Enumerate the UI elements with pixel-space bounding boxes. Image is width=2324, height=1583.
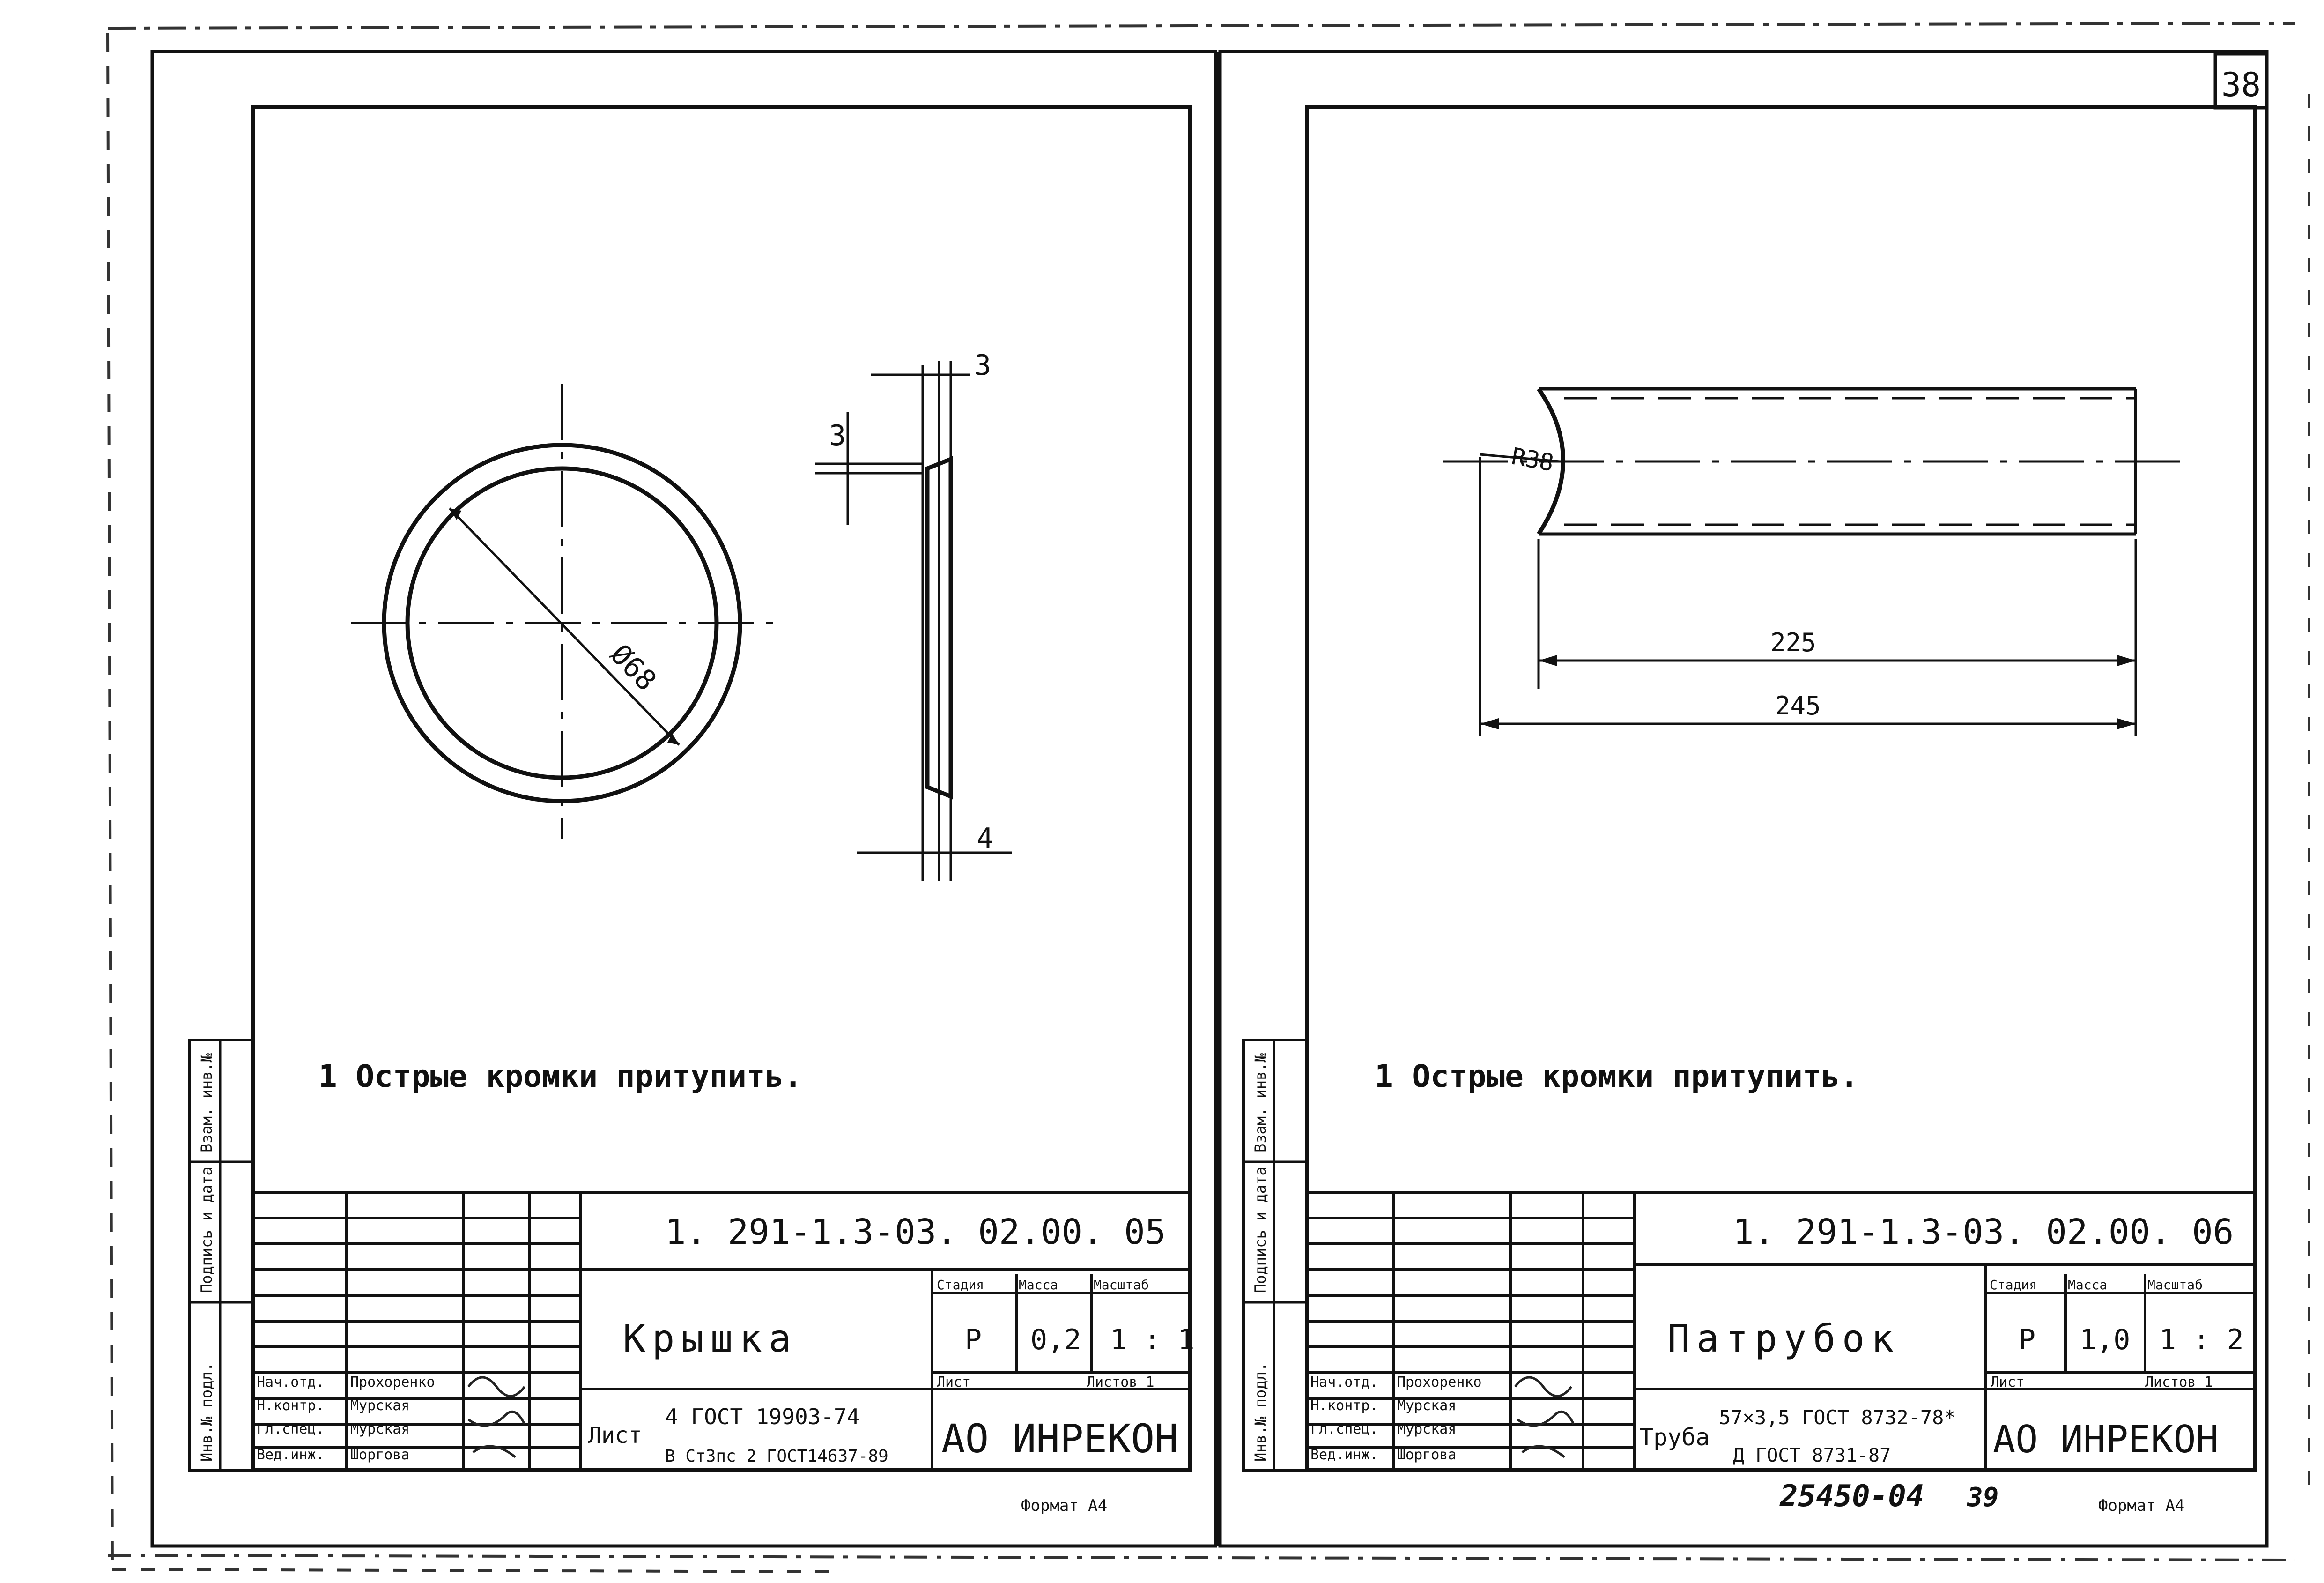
left-scale-header: Масштаб — [1094, 1277, 1149, 1293]
sheet-number-box: 38 — [2213, 52, 2269, 110]
left-stamp-sign: Подпись и дата — [198, 1167, 215, 1293]
right-note: 1 Острые кромки притупить. — [1375, 1058, 1858, 1094]
doc-code: 25450-04 — [1779, 1479, 1924, 1514]
left-side-stamp: Инв.№ подл. Подпись и дата Взам. инв.№ — [188, 1039, 254, 1472]
left-name-3: Мурская — [350, 1421, 409, 1437]
left-circle-view: Ø68 — [351, 384, 777, 839]
left-sheet-label: Лист — [937, 1374, 970, 1390]
left-mass-header: Масса — [1019, 1277, 1058, 1293]
left-name-1: Прохоренко — [350, 1374, 435, 1390]
left-material-line1: 4 ГОСТ 19903-74 — [665, 1404, 859, 1429]
left-designation: 1. 291-1.3-03. 02.00. 05 — [665, 1212, 1166, 1252]
right-name-1: Прохоренко — [1397, 1374, 1482, 1390]
left-stage: Р — [965, 1323, 982, 1356]
right-side-stamp: Инв.№ подл. Подпись и дата Взам. инв.№ — [1242, 1039, 1308, 1472]
left-stamp-inv: Инв.№ подл. — [198, 1362, 215, 1462]
right-material-prefix: Труба — [1639, 1424, 1710, 1451]
right-sheets-label: Листов 1 — [2145, 1374, 2213, 1390]
left-sheet: Ø68 3 3 4 1 Острые кромки притупить. — [188, 105, 1195, 1515]
scan-noise — [106, 22, 2310, 1575]
right-sheet-label: Лист — [1991, 1374, 2024, 1390]
left-signature — [467, 1376, 526, 1458]
right-mass: 1,0 — [2080, 1323, 2130, 1356]
right-pipe-view: R38 225 245 — [1443, 387, 2183, 736]
left-organization: АО ИНРЕКОН — [941, 1416, 1178, 1462]
left-name-2: Мурская — [350, 1397, 409, 1414]
right-name-2: Мурская — [1397, 1397, 1456, 1414]
left-sheets-label: Листов 1 — [1087, 1374, 1155, 1390]
right-name-3: Мурская — [1397, 1421, 1456, 1437]
right-scale-header: Масштаб — [2147, 1277, 2203, 1293]
left-format: Формат А4 — [1021, 1496, 1107, 1515]
diameter-dim: Ø68 — [604, 638, 663, 698]
right-designation: 1. 291-1.3-03. 02.00. 06 — [1733, 1212, 2234, 1252]
left-name-4: Шоргова — [350, 1447, 409, 1463]
right-stamp-replace: Взам. инв.№ — [1251, 1053, 1269, 1152]
left-role-3: Гл.спец. — [257, 1421, 325, 1437]
right-name-4: Шоргова — [1397, 1447, 1456, 1463]
right-title-texts: 1. 291-1.3-03. 02.00. 06 Патрубок Стадия… — [1310, 1212, 2244, 1515]
right-role-2: Н.контр. — [1310, 1397, 1378, 1414]
dim-4: 4 — [977, 822, 993, 855]
right-material-line2: Д ГОСТ 8731-87 — [1733, 1445, 1891, 1466]
right-role-3: Гл.спец. — [1310, 1421, 1378, 1437]
left-material-line2: В Ст3пс 2 ГОСТ14637-89 — [665, 1447, 888, 1466]
right-stamp-inv: Инв.№ подл. — [1251, 1362, 1269, 1462]
left-material-prefix: Лист — [588, 1422, 642, 1449]
right-stage: Р — [2019, 1323, 2035, 1356]
left-part-name: Крышка — [623, 1317, 798, 1360]
dim-3-top: 3 — [974, 349, 991, 382]
left-side-view: 3 3 4 — [815, 349, 1012, 881]
sheet-number: 38 — [2221, 66, 2261, 104]
right-stage-header: Стадия — [1990, 1277, 2037, 1293]
outer-frames — [150, 50, 2269, 1548]
right-organization: АО ИНРЕКОН — [1993, 1418, 2219, 1461]
right-sheet: R38 225 245 1 Острые кромки притупить. — [1242, 105, 2257, 1515]
right-format: Формат А4 — [2098, 1496, 2184, 1515]
right-mass-header: Масса — [2068, 1277, 2107, 1293]
left-stamp-replace: Взам. инв.№ — [198, 1053, 215, 1152]
right-stamp-sign: Подпись и дата — [1251, 1167, 1269, 1293]
left-stage-header: Стадия — [937, 1277, 984, 1293]
dim-245: 245 — [1775, 691, 1821, 721]
radius-dim: R38 — [1510, 443, 1556, 477]
right-title-block — [1305, 1191, 2257, 1472]
left-role-1: Нач.отд. — [257, 1374, 325, 1390]
left-scale: 1 : 1 — [1110, 1323, 1195, 1356]
doc-page: 39 — [1967, 1482, 1998, 1513]
left-mass: 0,2 — [1030, 1323, 1081, 1356]
left-role-2: Н.контр. — [257, 1397, 325, 1414]
dim-3-side: 3 — [829, 419, 846, 452]
left-note: 1 Острые кромки притупить. — [318, 1058, 802, 1094]
left-role-4: Вед.инж. — [257, 1447, 325, 1463]
right-role-4: Вед.инж. — [1310, 1447, 1378, 1463]
right-signature — [1514, 1376, 1575, 1458]
left-drawing-frame — [251, 105, 1192, 1472]
right-role-1: Нач.отд. — [1310, 1374, 1378, 1390]
right-part-name: Патрубок — [1667, 1317, 1900, 1360]
left-title-texts: 1. 291-1.3-03. 02.00. 05 Крышка Стадия М… — [257, 1212, 1195, 1515]
right-scale: 1 : 2 — [2159, 1323, 2244, 1356]
right-material-line1: 57×3,5 ГОСТ 8732-78* — [1719, 1406, 1956, 1429]
dim-225: 225 — [1770, 628, 1816, 657]
